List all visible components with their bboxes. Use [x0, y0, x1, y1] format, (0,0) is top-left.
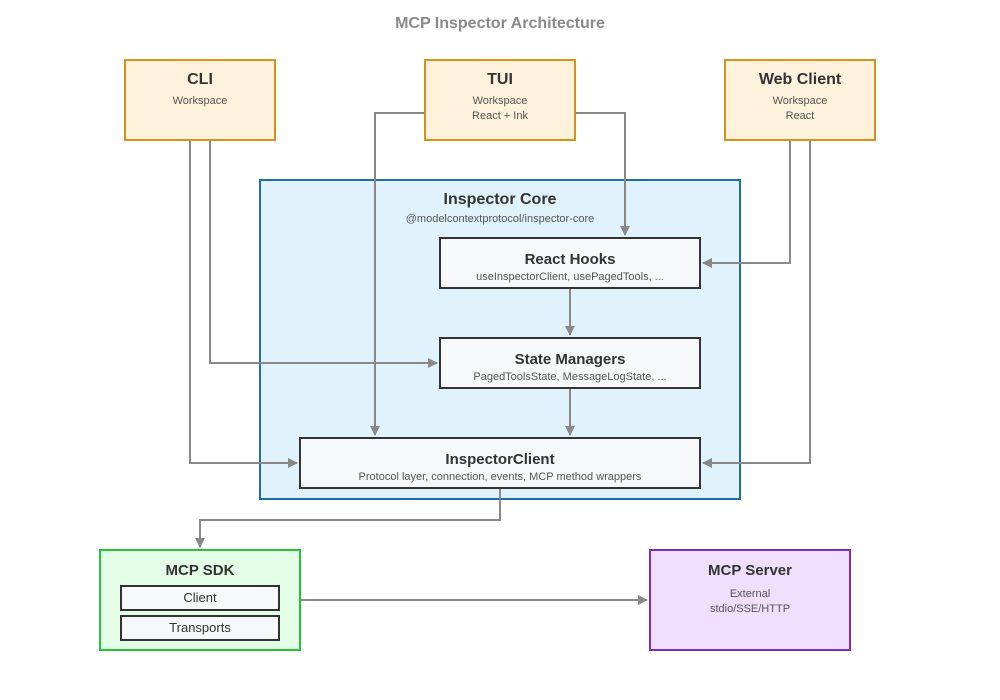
state-managers-detail: PagedToolsState, MessageLogState, ... [473, 371, 667, 383]
mcp-sdk-title: MCP SDK [165, 562, 235, 579]
mcp-server-line-1: External [729, 588, 771, 600]
inspector-client-box: InspectorClient Protocol layer, connecti… [299, 437, 701, 489]
web-client-line-1: Workspace [772, 95, 828, 107]
sdk-transports-item: Transports [120, 615, 280, 641]
connector-cli-to-inspector-client [189, 141, 298, 468]
cli-box: CLI Workspace [124, 59, 276, 141]
connector-cli-to-state-managers [209, 141, 438, 368]
cli-line-1: Workspace [172, 95, 228, 107]
react-hooks-detail: useInspectorClient, usePagedTools, ... [476, 271, 664, 283]
tui-line-1: Workspace [472, 95, 528, 107]
connector-tui-to-react-hooks [576, 112, 630, 236]
inspector-client-title: InspectorClient [445, 451, 555, 468]
cli-title: CLI [187, 71, 213, 88]
connector-tui-to-inspector-client [370, 112, 424, 436]
state-managers-title: State Managers [514, 351, 626, 368]
state-managers-box: State Managers PagedToolsState, MessageL… [439, 337, 701, 389]
connector-web-to-inspector-client [702, 141, 811, 468]
web-client-line-2: React [785, 110, 815, 122]
mcp-server-title: MCP Server [708, 562, 792, 579]
inspector-core-title: Inspector Core [443, 191, 557, 208]
tui-title: TUI [487, 71, 513, 88]
mcp-server-box: MCP Server External stdio/SSE/HTTP [649, 549, 851, 651]
diagram-title: MCP Inspector Architecture [395, 15, 605, 32]
web-client-title: Web Client [758, 71, 842, 88]
connector-web-to-react-hooks [702, 141, 791, 268]
connector-inspector-client-to-sdk [195, 489, 501, 548]
inspector-client-detail: Protocol layer, connection, events, MCP … [358, 471, 642, 483]
mcp-server-line-2: stdio/SSE/HTTP [709, 603, 791, 615]
web-client-box: Web Client Workspace React [724, 59, 876, 141]
sdk-client-item: Client [120, 585, 280, 611]
tui-line-2: React + Ink [472, 110, 528, 122]
react-hooks-box: React Hooks useInspectorClient, usePaged… [439, 237, 701, 289]
inspector-core-package: @modelcontextprotocol/inspector-core [405, 213, 595, 225]
mcp-sdk-box: MCP SDK Client Transports [99, 549, 301, 651]
tui-box: TUI Workspace React + Ink [424, 59, 576, 141]
react-hooks-title: React Hooks [524, 251, 616, 268]
